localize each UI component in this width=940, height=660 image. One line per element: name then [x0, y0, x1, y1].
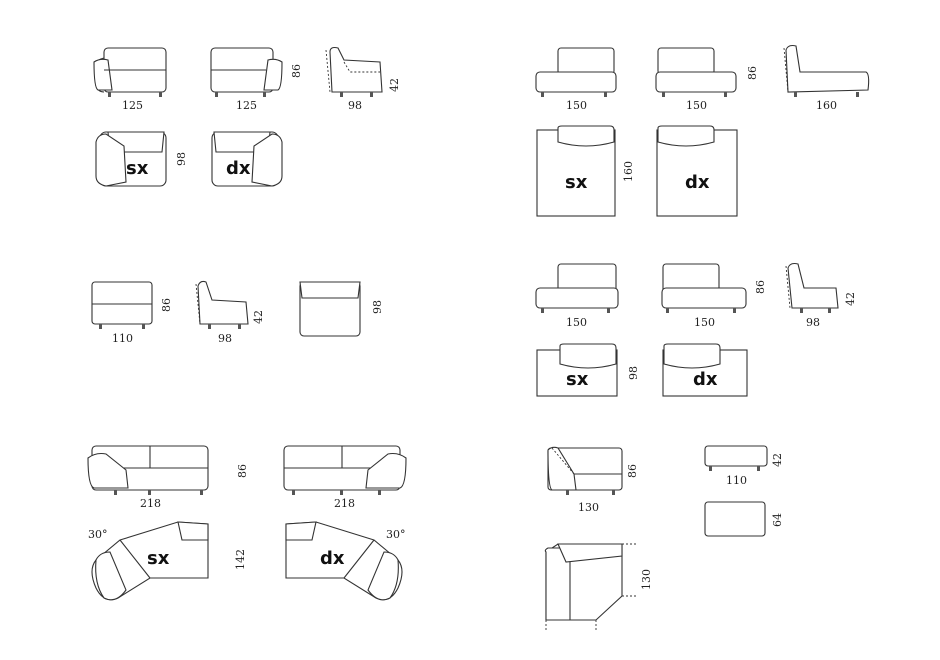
label-sx-2: sx: [565, 172, 588, 193]
dim-218-b: 218: [334, 497, 355, 510]
label-dx-4: dx: [693, 369, 718, 390]
ottoman-front: [704, 445, 768, 471]
dim-98-e: 98: [806, 316, 820, 329]
armchair-side-view: [325, 46, 383, 97]
two-seater-left-front: [87, 445, 209, 495]
armless-chair-front: [91, 281, 153, 329]
corner-side: [785, 262, 839, 313]
dim-110-b: 110: [726, 474, 747, 487]
armchair-sx-top-view: [95, 131, 167, 187]
label-sx-1: sx: [126, 158, 149, 179]
corner-sx-top: [536, 343, 618, 397]
chaise-sx-front: [535, 47, 617, 97]
angle-30-left: 30°: [88, 528, 108, 541]
chaise-side: [783, 44, 870, 97]
dim-42-d: 42: [771, 453, 784, 467]
angle-30-right: 30°: [386, 528, 406, 541]
dim-150-b: 150: [686, 99, 707, 112]
dim-160-b: 160: [622, 161, 635, 182]
chaise-dx-front: [655, 47, 737, 97]
dim-218-a: 218: [140, 497, 161, 510]
chaise-dx-top: [656, 125, 738, 217]
chaise-sx-top: [536, 125, 616, 217]
dim-150-c: 150: [566, 316, 587, 329]
dim-86-d: 86: [754, 280, 767, 294]
armchair-right-arm-front: [210, 47, 283, 97]
dim-160-a: 160: [816, 99, 837, 112]
dim-130-b: 130: [640, 569, 653, 590]
label-dx-2: dx: [685, 172, 710, 193]
dim-42-c: 42: [844, 292, 857, 306]
dim-142: 142: [234, 549, 247, 570]
dim-98-d: 98: [371, 300, 384, 314]
label-dx-1: dx: [226, 158, 251, 179]
dim-150-d: 150: [694, 316, 715, 329]
dim-86-f: 86: [626, 464, 639, 478]
corner-dx-top: [662, 343, 748, 397]
ottoman-top: [704, 501, 766, 537]
armless-chair-side: [195, 280, 249, 329]
label-dx-3: dx: [320, 548, 345, 569]
armless-chair-top: [299, 281, 361, 337]
armchair-dx-top-view: [211, 131, 283, 187]
armchair-left-arm-front: [93, 47, 167, 97]
dim-86-b: 86: [746, 66, 759, 80]
dim-98-c: 98: [218, 332, 232, 345]
corner-unit-front: [547, 446, 623, 495]
dim-98-a: 98: [348, 99, 362, 112]
dim-86-e: 86: [236, 464, 249, 478]
dim-110-a: 110: [112, 332, 133, 345]
dim-125-b: 125: [236, 99, 257, 112]
dim-42-a: 42: [388, 78, 401, 92]
two-seater-right-front: [283, 445, 407, 495]
corner-dx-front: [661, 263, 747, 313]
dim-42-b: 42: [252, 310, 265, 324]
dim-86-a: 86: [290, 64, 303, 78]
dim-150-a: 150: [566, 99, 587, 112]
corner-sx-front: [535, 263, 619, 313]
dim-98-b: 98: [175, 152, 188, 166]
dim-86-c: 86: [160, 298, 173, 312]
label-sx-4: sx: [566, 369, 589, 390]
label-sx-3: sx: [147, 548, 170, 569]
dim-125-a: 125: [122, 99, 143, 112]
dim-130-a: 130: [578, 501, 599, 514]
dim-64: 64: [771, 513, 784, 527]
angled-sofa-sx-top: [91, 521, 209, 601]
dim-98-f: 98: [627, 366, 640, 380]
corner-unit-top: [544, 543, 636, 632]
angled-sofa-dx-top: [285, 521, 403, 601]
